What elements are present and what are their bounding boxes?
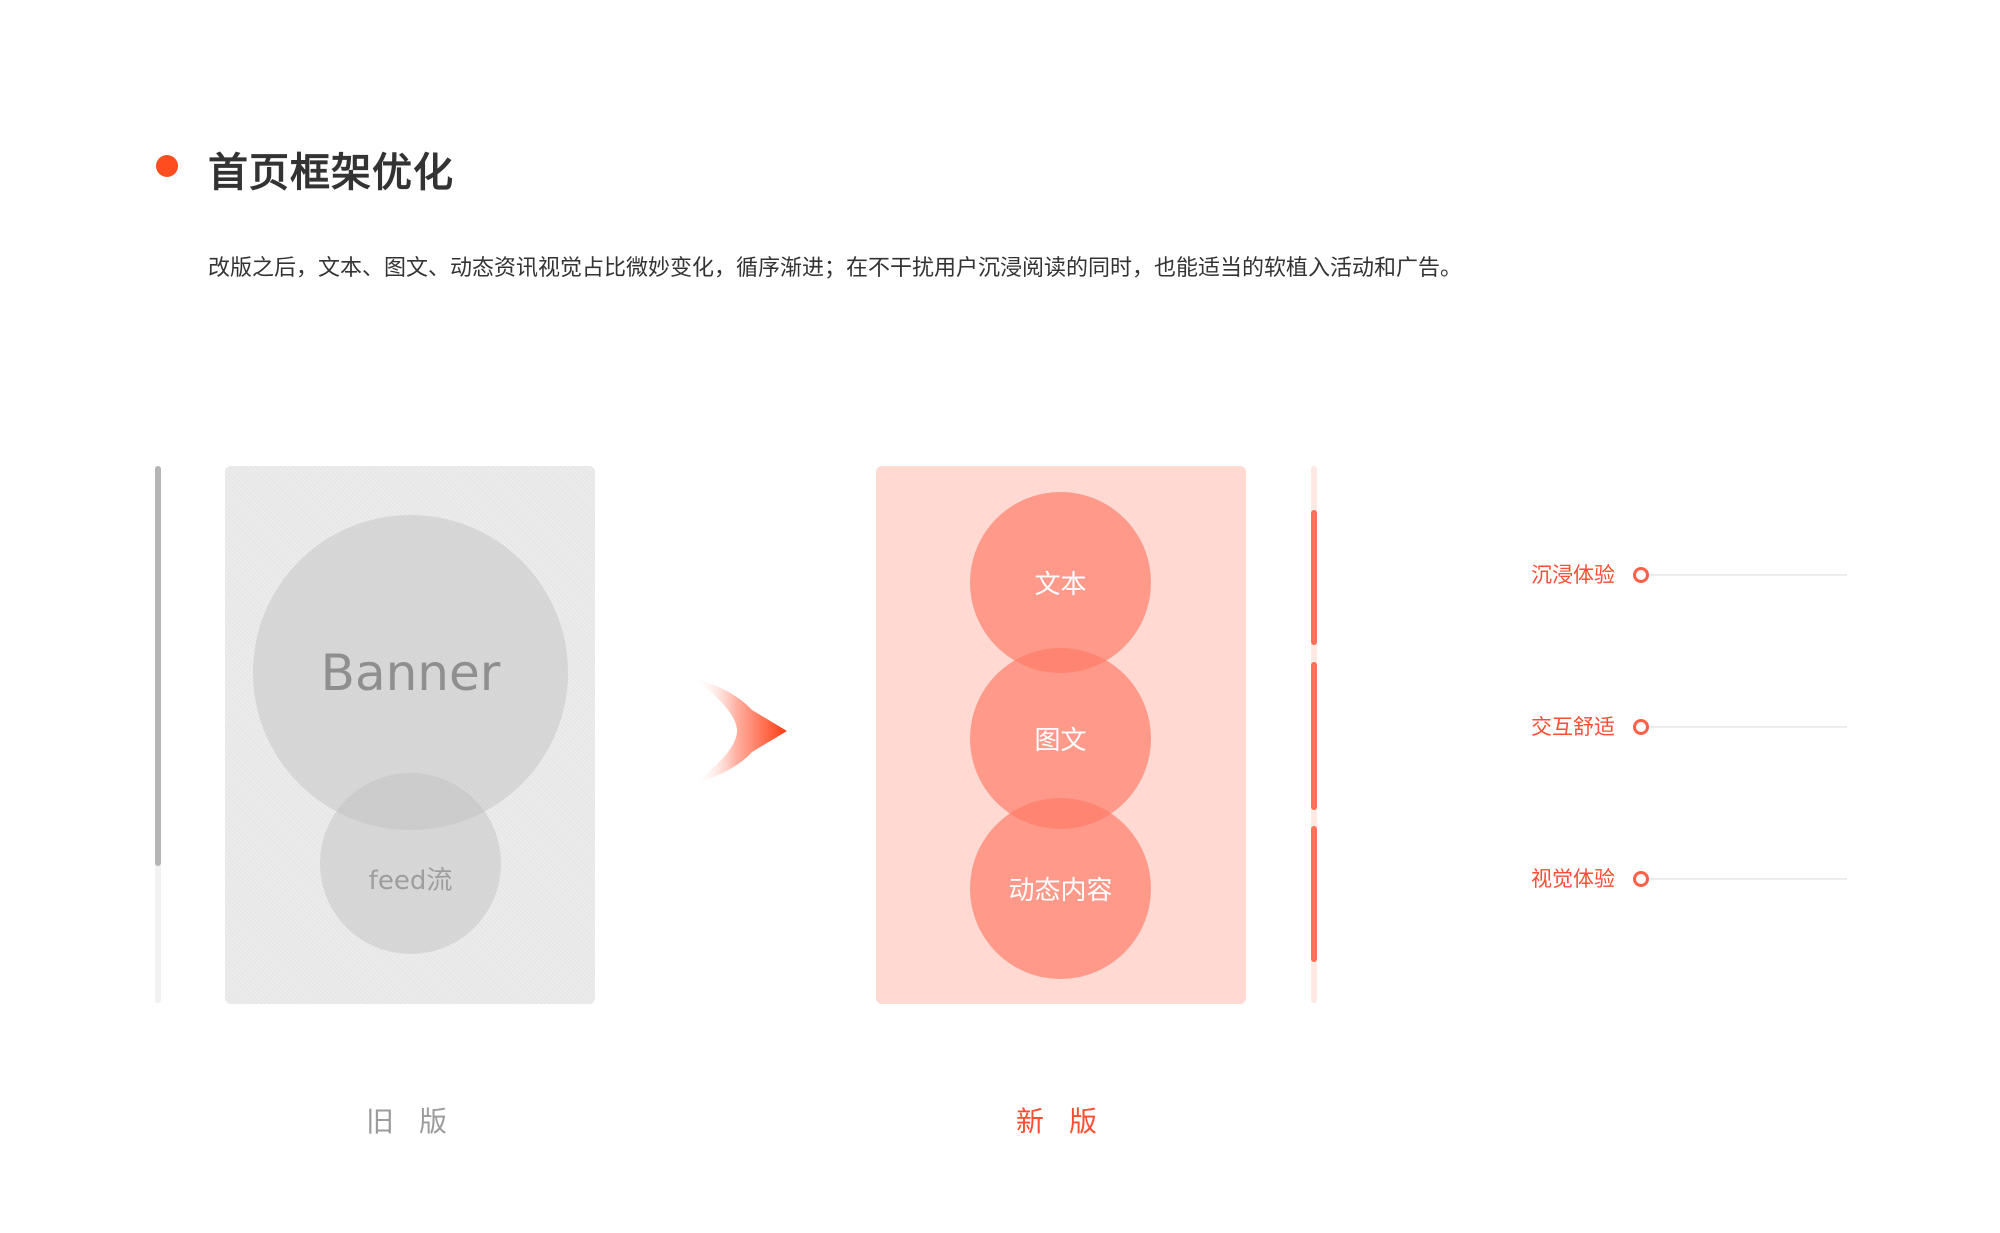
feed-circle: feed流 xyxy=(320,773,501,954)
experience-item: 沉浸体验 xyxy=(1490,560,1860,590)
old-scrollbar-thumb xyxy=(155,466,161,866)
experience-label: 交互舒适 xyxy=(1531,715,1615,739)
banner-circle: Banner xyxy=(253,515,568,830)
ring-dot-icon xyxy=(1633,567,1649,583)
dynamic-content-circle: 动态内容 xyxy=(970,798,1151,979)
old-version-label: 旧 版 xyxy=(366,1105,455,1138)
text-circle: 文本 xyxy=(970,492,1151,673)
experience-line xyxy=(1649,726,1847,728)
experience-item: 视觉体验 xyxy=(1490,864,1860,894)
old-version-frame xyxy=(225,466,595,1004)
new-version-label: 新 版 xyxy=(1016,1105,1105,1138)
new-scrollbar-segment xyxy=(1311,826,1317,962)
new-scrollbar-segment xyxy=(1311,662,1317,810)
section-description: 改版之后，文本、图文、动态资讯视觉占比微妙变化，循序渐进；在不干扰用户沉浸阅读的… xyxy=(208,256,1463,281)
experience-label: 视觉体验 xyxy=(1531,867,1615,891)
experience-item: 交互舒适 xyxy=(1490,712,1860,742)
ring-dot-icon xyxy=(1633,719,1649,735)
ring-dot-icon xyxy=(1633,871,1649,887)
arrow-right-icon xyxy=(694,678,787,784)
experience-line xyxy=(1649,574,1847,576)
section-bullet-dot xyxy=(156,155,178,177)
experience-line xyxy=(1649,878,1847,880)
experience-label: 沉浸体验 xyxy=(1531,563,1615,587)
new-scrollbar-segment xyxy=(1311,510,1317,645)
section-title: 首页框架优化 xyxy=(208,150,454,196)
